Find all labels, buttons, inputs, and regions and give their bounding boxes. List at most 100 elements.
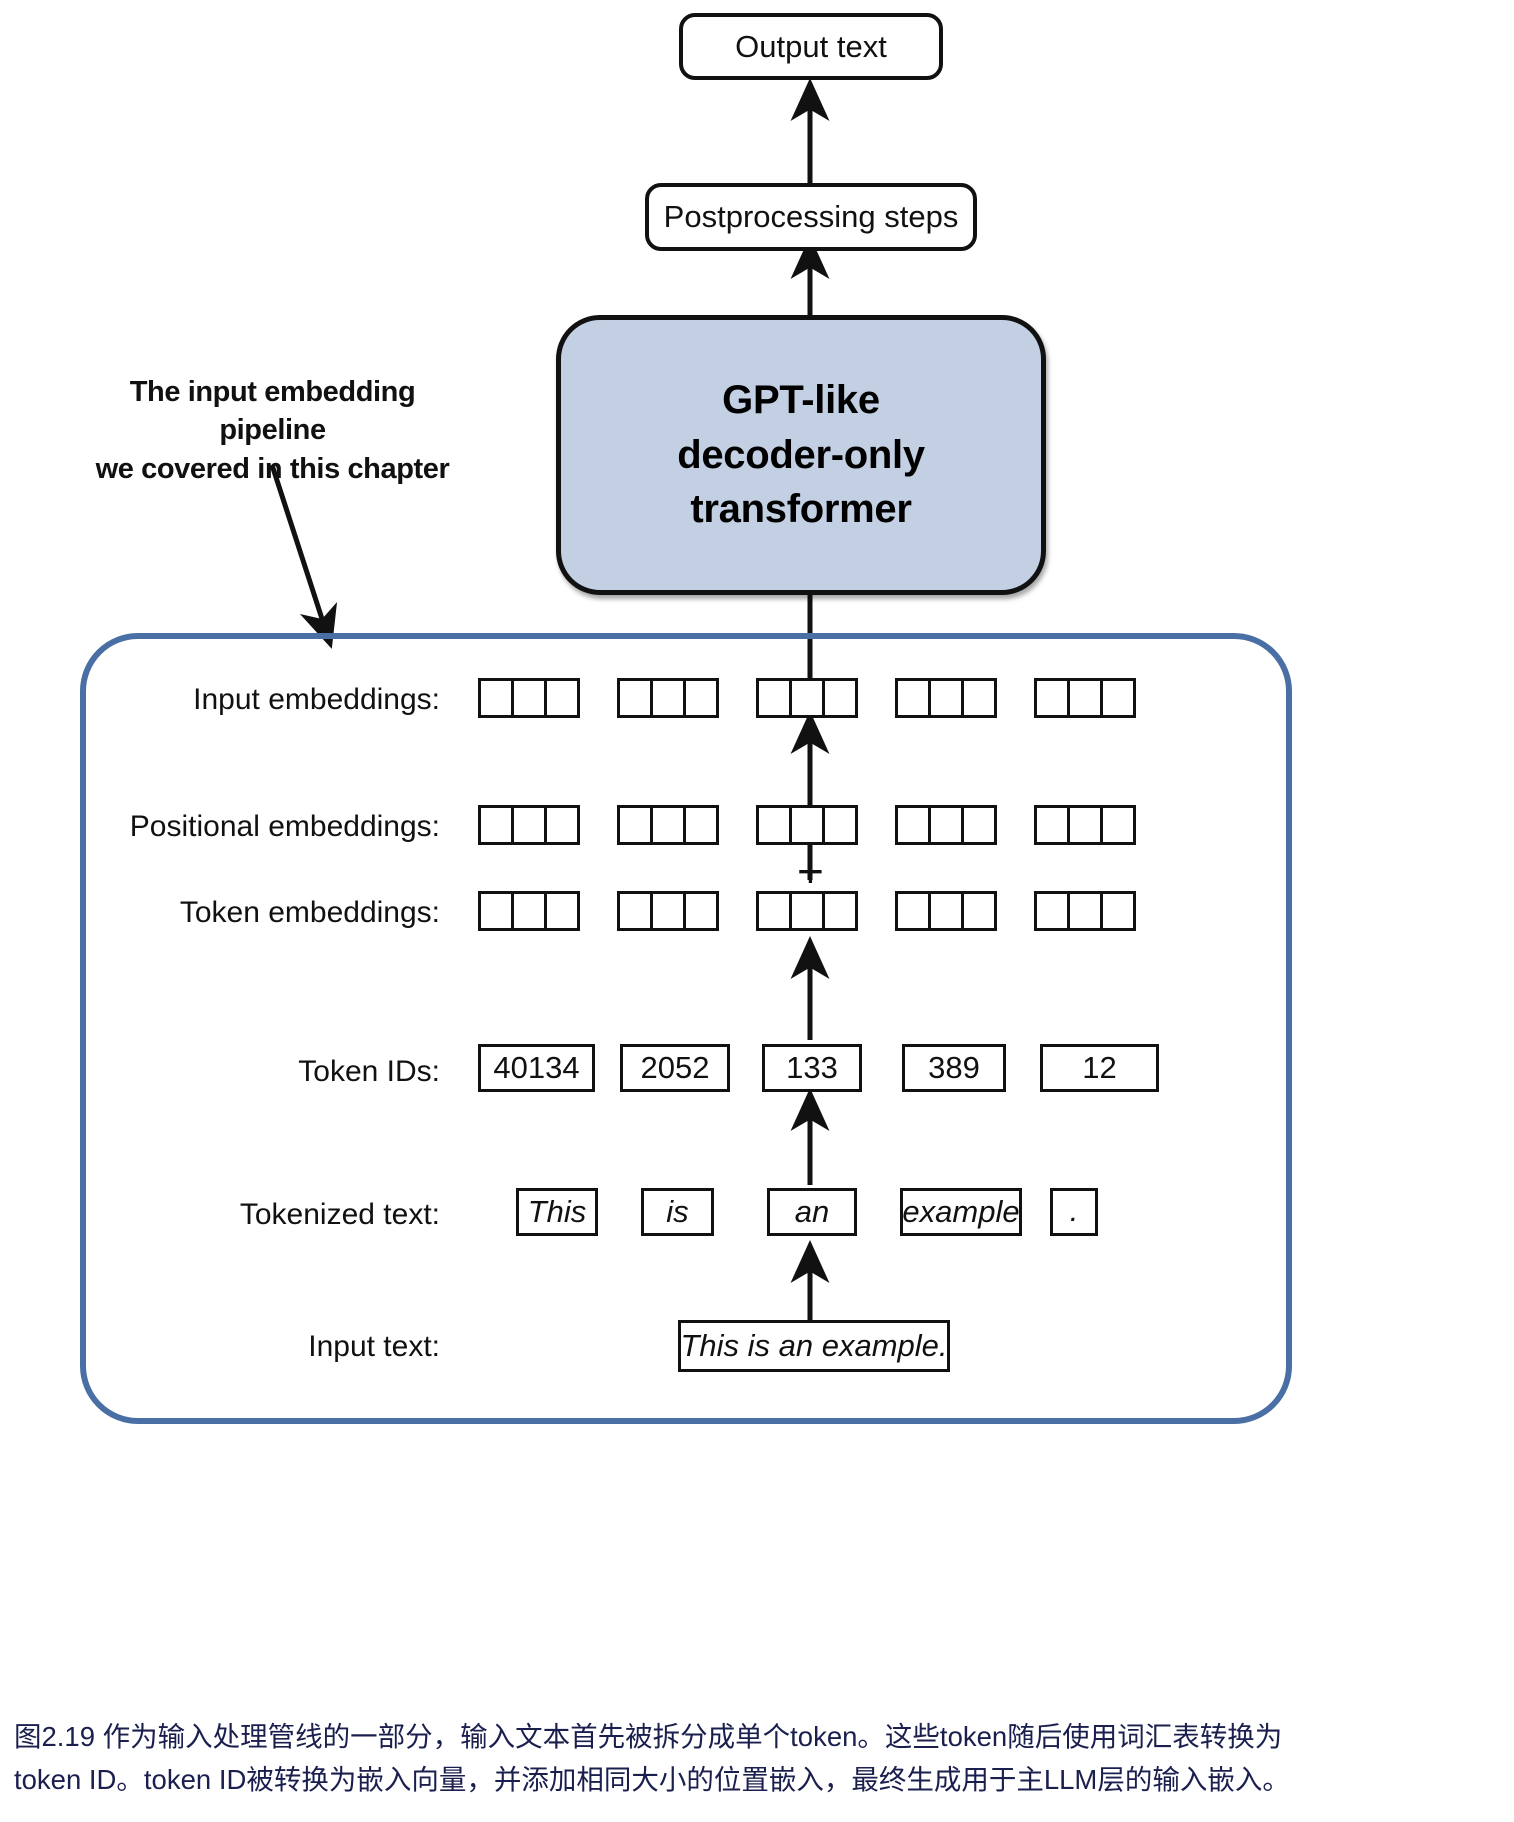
row-label-input-text-text: Input text: xyxy=(308,1330,440,1363)
output-text-label: Output text xyxy=(735,28,887,64)
embedding-cell xyxy=(822,678,858,718)
input-embedding-group xyxy=(756,678,858,718)
embedding-cell xyxy=(683,891,719,931)
positional-embeddings-groups xyxy=(478,805,1136,845)
input-text-box[interactable]: This is an example. xyxy=(678,1320,950,1372)
embedding-cell xyxy=(895,805,931,845)
embedding-cell xyxy=(822,891,858,931)
token-text-value: is xyxy=(666,1194,689,1229)
embedding-cell xyxy=(1034,805,1070,845)
positional-embedding-group xyxy=(895,805,997,845)
embedding-cell xyxy=(822,805,858,845)
input-embedding-group xyxy=(478,678,580,718)
token-id-box[interactable]: 40134 xyxy=(478,1044,595,1092)
token-id-box[interactable]: 2052 xyxy=(620,1044,730,1092)
output-text-box[interactable]: Output text xyxy=(679,13,943,80)
annotation-line-1: The input embedding pipeline xyxy=(129,376,416,447)
input-embedding-group xyxy=(895,678,997,718)
embedding-cell xyxy=(928,678,964,718)
token-text-box[interactable]: example xyxy=(900,1188,1022,1236)
embedding-cell xyxy=(478,805,514,845)
embedding-cell xyxy=(961,805,997,845)
token-id-value: 389 xyxy=(928,1050,980,1085)
embedding-cell xyxy=(478,678,514,718)
embedding-cell xyxy=(1067,678,1103,718)
embedding-cell xyxy=(756,678,792,718)
embedding-cell xyxy=(683,805,719,845)
embedding-cell xyxy=(1100,805,1136,845)
transformer-label: GPT-like decoder-only transformer xyxy=(677,373,925,536)
input-embeddings-groups xyxy=(478,678,1136,718)
embedding-cell xyxy=(1067,805,1103,845)
embedding-cell xyxy=(756,805,792,845)
positional-embedding-group xyxy=(478,805,580,845)
transformer-line-3: transformer xyxy=(690,487,912,532)
embedding-cell xyxy=(511,805,547,845)
row-label-tokenized-text-text: Tokenized text: xyxy=(239,1198,440,1231)
token-id-value: 2052 xyxy=(640,1050,710,1085)
token-embedding-group xyxy=(478,891,580,931)
token-text-value: This xyxy=(527,1194,587,1229)
token-text-box[interactable]: . xyxy=(1050,1188,1098,1236)
embedding-cell xyxy=(511,891,547,931)
token-text-box[interactable]: is xyxy=(641,1188,714,1236)
postprocessing-steps-label: Postprocessing steps xyxy=(663,199,959,234)
embedding-cell xyxy=(511,678,547,718)
embedding-cell xyxy=(650,678,686,718)
token-id-box[interactable]: 12 xyxy=(1040,1044,1159,1092)
embedding-cell xyxy=(1034,678,1070,718)
positional-embedding-group xyxy=(1034,805,1136,845)
embedding-cell xyxy=(1100,891,1136,931)
token-embedding-group xyxy=(1034,891,1136,931)
embedding-cell xyxy=(928,805,964,845)
embedding-cell xyxy=(789,891,825,931)
embedding-cell xyxy=(478,891,514,931)
row-label-tokenized-text: Tokenized text: xyxy=(135,1198,440,1232)
row-label-input-text: Input text: xyxy=(180,1330,440,1364)
row-label-token-embeddings-text: Token embeddings: xyxy=(179,896,440,929)
token-embedding-group xyxy=(617,891,719,931)
token-id-value: 133 xyxy=(786,1050,838,1085)
token-id-box[interactable]: 133 xyxy=(762,1044,862,1092)
token-id-value: 40134 xyxy=(493,1050,580,1085)
arrow-annotation-to-pipeline xyxy=(269,464,338,649)
embedding-cell xyxy=(544,678,580,718)
plus-sign: + xyxy=(797,848,824,894)
postprocessing-steps-box[interactable]: Postprocessing steps xyxy=(645,183,977,251)
transformer-line-1: GPT-like xyxy=(722,378,880,423)
embedding-cell xyxy=(895,891,931,931)
token-text-box[interactable]: an xyxy=(767,1188,857,1236)
token-text-value: example xyxy=(902,1194,1020,1229)
row-label-positional-embeddings-text: Positional embeddings: xyxy=(129,810,440,843)
token-embedding-group xyxy=(895,891,997,931)
token-embeddings-groups xyxy=(478,891,1136,931)
caption-line-2: token ID。token ID被转换为嵌入向量，并添加相同大小的位置嵌入，最… xyxy=(14,1763,1290,1795)
caption-line-1: 图2.19 作为输入处理管线的一部分，输入文本首先被拆分成单个token。这些t… xyxy=(14,1721,1283,1752)
embedding-cell xyxy=(1100,678,1136,718)
embedding-cell xyxy=(789,678,825,718)
input-embedding-group xyxy=(1034,678,1136,718)
embedding-cell xyxy=(683,678,719,718)
input-text-value: This is an example. xyxy=(680,1328,948,1363)
figure-caption: 图2.19 作为输入处理管线的一部分，输入文本首先被拆分成单个token。这些t… xyxy=(14,1716,1504,1801)
embedding-cell xyxy=(789,805,825,845)
embedding-cell xyxy=(756,891,792,931)
token-embedding-group xyxy=(756,891,858,931)
embedding-cell xyxy=(1067,891,1103,931)
row-label-token-ids: Token IDs: xyxy=(160,1055,440,1089)
row-label-input-embeddings: Input embeddings: xyxy=(120,683,440,717)
embedding-cell xyxy=(617,891,653,931)
row-label-token-embeddings: Token embeddings: xyxy=(90,896,440,930)
input-embedding-pipeline-frame xyxy=(80,633,1292,1424)
pipeline-annotation: The input embedding pipeline we covered … xyxy=(75,373,470,488)
token-text-value: an xyxy=(794,1194,830,1229)
embedding-cell xyxy=(650,891,686,931)
token-id-value: 12 xyxy=(1082,1050,1117,1085)
embedding-cell xyxy=(928,891,964,931)
token-id-box[interactable]: 389 xyxy=(902,1044,1006,1092)
token-text-value: . xyxy=(1069,1193,1079,1228)
embedding-cell xyxy=(617,678,653,718)
token-text-box[interactable]: This xyxy=(516,1188,598,1236)
transformer-box[interactable]: GPT-like decoder-only transformer xyxy=(556,315,1046,595)
embedding-cell xyxy=(544,891,580,931)
